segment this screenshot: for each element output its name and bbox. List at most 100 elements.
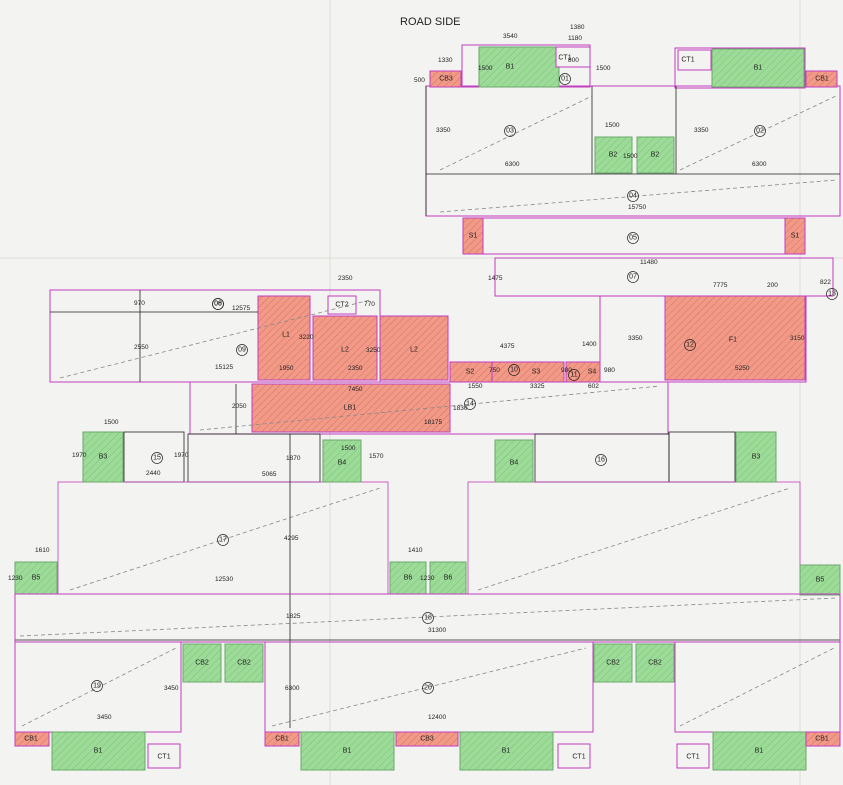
block-s3 xyxy=(491,361,565,383)
area-label-07: 07 xyxy=(629,274,637,281)
bottom-lines xyxy=(21,647,835,727)
block-label-b2-1: B2 xyxy=(651,152,660,159)
block-label-l2-1: L2 xyxy=(410,347,418,354)
block-ct1-bot-mid xyxy=(557,743,591,769)
block-label-b1-1: B1 xyxy=(754,65,763,72)
dimension-46: 1970 xyxy=(72,452,87,459)
block-label-ct1-3: CT1 xyxy=(572,754,585,761)
dimension-33: 1400 xyxy=(582,341,597,348)
block-lb1 xyxy=(251,383,451,433)
dimension-43: 1830 xyxy=(453,405,468,412)
area-label-circle-13 xyxy=(826,288,838,300)
block-label-cb1-3: CB1 xyxy=(815,736,829,743)
dimension-26: 3220 xyxy=(299,334,314,341)
dimension-6: 800 xyxy=(568,57,579,64)
dimension-34: 1550 xyxy=(468,383,483,390)
block-b5-right xyxy=(799,564,841,596)
dimension-8: 3350 xyxy=(436,127,451,134)
block-label-b4-0: B4 xyxy=(338,460,347,467)
block-label-s2-0: S2 xyxy=(466,369,475,376)
area-label-circle-02 xyxy=(754,125,766,137)
area-label-circle-20 xyxy=(422,682,434,694)
block-b3-right xyxy=(735,431,777,483)
dimension-2: 1180 xyxy=(568,35,582,42)
dimension-51: 4295 xyxy=(284,535,299,542)
dimension-59: 1825 xyxy=(286,613,301,620)
block-label-ct1-1: CT1 xyxy=(681,57,694,64)
block-l2-b xyxy=(379,315,449,381)
block-label-s4-0: S4 xyxy=(588,369,597,376)
area-label-circle-18 xyxy=(422,612,434,624)
block-label-cb2-3: CB2 xyxy=(648,660,662,667)
block-b1-bot-right xyxy=(712,731,807,771)
block-label-s1-0: S1 xyxy=(469,233,478,240)
block-b5-left xyxy=(14,561,58,595)
block-b2-bot-b xyxy=(224,643,264,683)
block-b2-bot-a xyxy=(182,643,222,683)
area-label-18: 18 xyxy=(424,615,432,622)
area-label-circle-14 xyxy=(464,398,476,410)
block-label-ct1-4: CT1 xyxy=(686,754,699,761)
area-label-circle-16 xyxy=(595,454,607,466)
dimension-45: 1500 xyxy=(104,419,119,426)
block-cb1-bot-right xyxy=(805,731,841,747)
dimension-60: 31300 xyxy=(428,627,446,634)
dimension-31: 2350 xyxy=(348,365,363,372)
block-b4-right xyxy=(494,439,534,483)
block-label-b1-2: B1 xyxy=(94,748,103,755)
block-ct1-bot-right xyxy=(676,743,710,769)
dimension-29: 15125 xyxy=(215,364,233,371)
area-label-circle-17 xyxy=(217,534,229,546)
dimension-40: 3350 xyxy=(628,335,643,342)
block-cb1-top xyxy=(805,70,838,88)
area-label-03: 03 xyxy=(506,128,514,135)
dimension-61: 3450 xyxy=(164,685,179,692)
block-cb3-top xyxy=(429,70,462,88)
dimension-20: 3150 xyxy=(790,335,805,342)
block-label-cb3-0: CB3 xyxy=(439,76,453,83)
area-label-04: 04 xyxy=(629,193,637,200)
dimension-13: 6300 xyxy=(752,161,767,168)
dimension-19: 7775 xyxy=(713,282,728,289)
dimension-41: 7450 xyxy=(348,386,363,393)
dimension-47: 1970 xyxy=(174,452,189,459)
block-label-f1-0: F1 xyxy=(729,337,737,344)
dimension-17: 822 xyxy=(820,279,831,286)
area-label-02: 02 xyxy=(756,128,764,135)
dimension-21: 5250 xyxy=(735,365,750,372)
block-label-ct2-0: CT2 xyxy=(335,302,348,309)
area-label-13: 13 xyxy=(828,291,836,298)
area-label-circle-09 xyxy=(236,344,248,356)
dimension-62: 6300 xyxy=(285,685,300,692)
dimension-16: 1475 xyxy=(488,275,503,282)
dimension-7: 1500 xyxy=(596,65,611,72)
block-cb3-bot-mid xyxy=(395,731,459,747)
dimension-27: 3250 xyxy=(366,347,381,354)
area-label-06: 06 xyxy=(214,301,222,308)
block-b2-top-b xyxy=(636,136,675,174)
block-l2-a xyxy=(312,315,378,381)
dimension-32: 4375 xyxy=(500,343,515,350)
area-label-12: 12 xyxy=(686,342,694,349)
area-label-20: 20 xyxy=(424,685,432,692)
block-label-b5-1: B5 xyxy=(816,577,825,584)
dimension-56: 12530 xyxy=(215,576,233,583)
dimension-24: 970 xyxy=(134,300,145,307)
dimension-64: 12400 xyxy=(428,714,446,721)
block-b6-a xyxy=(389,561,427,595)
area-label-08: 08 xyxy=(214,301,222,308)
block-ct1-top-left xyxy=(555,46,591,68)
dimension-0: 3540 xyxy=(503,33,518,40)
dimension-18: 200 xyxy=(767,282,778,289)
block-label-b3-0: B3 xyxy=(99,454,108,461)
block-cb1-bot-mid xyxy=(264,731,300,747)
area-label-16: 16 xyxy=(597,457,605,464)
area-label-circle-15 xyxy=(151,452,163,464)
block-label-b1-5: B1 xyxy=(755,748,764,755)
block-label-cb2-1: CB2 xyxy=(237,660,251,667)
area-label-circle-19 xyxy=(91,680,103,692)
area-label-circle-08 xyxy=(212,298,224,310)
